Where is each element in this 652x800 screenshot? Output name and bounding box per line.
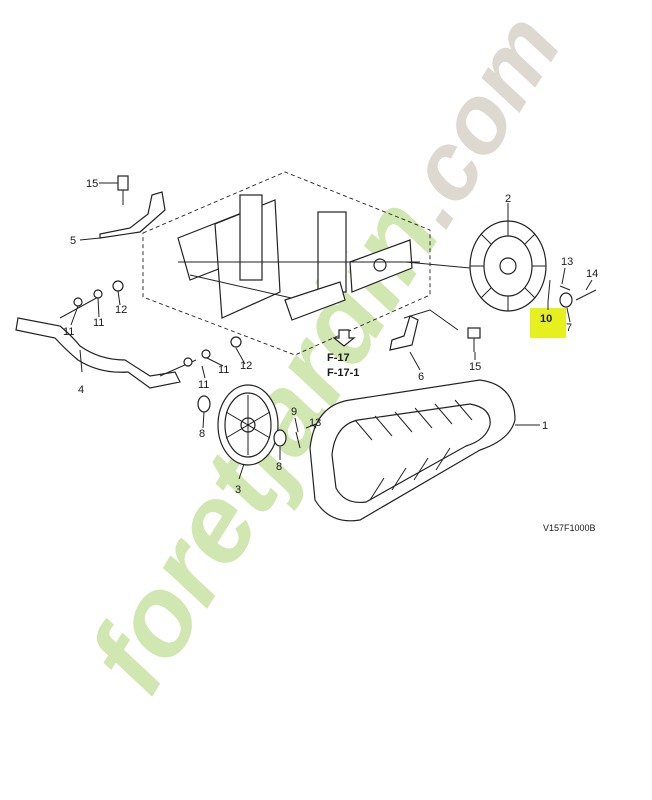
callout-13-clip-b[interactable]: 13 (561, 256, 573, 268)
callout-12-washer-a[interactable]: 12 (115, 304, 127, 316)
drawing-code: V157F1000B (543, 523, 596, 533)
part-5-bracket (99, 175, 166, 239)
callout-4-axle[interactable]: 4 (78, 384, 84, 396)
part-2-sprocket (469, 220, 597, 312)
callout-11-nut-b[interactable]: 11 (93, 317, 104, 329)
reference-f17-1[interactable]: F-17-1 (327, 367, 359, 379)
callout-5-bracket[interactable]: 5 (70, 235, 76, 247)
callout-3-wheel[interactable]: 3 (235, 484, 241, 496)
callout-11-nut-a[interactable]: 11 (63, 326, 74, 338)
part-3-wheel (197, 384, 317, 466)
callout-11-nut-d[interactable]: 11 (218, 364, 229, 376)
leader-lines (70, 182, 593, 480)
part-6-bracket (389, 309, 459, 351)
callout-9-pin[interactable]: 9 (291, 406, 297, 418)
part-4-axle (15, 280, 242, 389)
part-1-track (309, 379, 516, 522)
callouts: 15 5 11 11 12 4 11 11 12 8 3 9 13 8 2 13… (63, 178, 598, 496)
callout-14-pin[interactable]: 14 (586, 268, 598, 280)
callout-2-sprocket[interactable]: 2 (505, 193, 511, 205)
callout-11-nut-c[interactable]: 11 (198, 379, 209, 391)
watermark: foretjardin .com (64, 0, 581, 713)
reference-f17[interactable]: F-17 (327, 352, 350, 364)
callout-12-washer-b[interactable]: 12 (240, 360, 252, 372)
highlighted-part-box[interactable] (530, 308, 566, 338)
callout-8-washer-b[interactable]: 8 (276, 461, 282, 473)
reference-arrow (332, 329, 356, 347)
callout-15-bolt-top[interactable]: 15 (86, 178, 98, 190)
callout-13-clip-a[interactable]: 13 (309, 417, 321, 429)
frame-assembly (142, 171, 471, 356)
callout-8-washer-a[interactable]: 8 (199, 428, 205, 440)
callout-10-highlighted[interactable]: 10 (540, 313, 552, 325)
callout-1-track[interactable]: 1 (542, 420, 548, 432)
callout-6-bracket[interactable]: 6 (418, 371, 424, 383)
watermark-text-dotcom: .com (372, 0, 581, 243)
callout-7-washer[interactable]: 7 (566, 322, 572, 334)
part-15-bolt (467, 327, 481, 352)
callout-15-bolt-bottom[interactable]: 15 (469, 361, 481, 373)
